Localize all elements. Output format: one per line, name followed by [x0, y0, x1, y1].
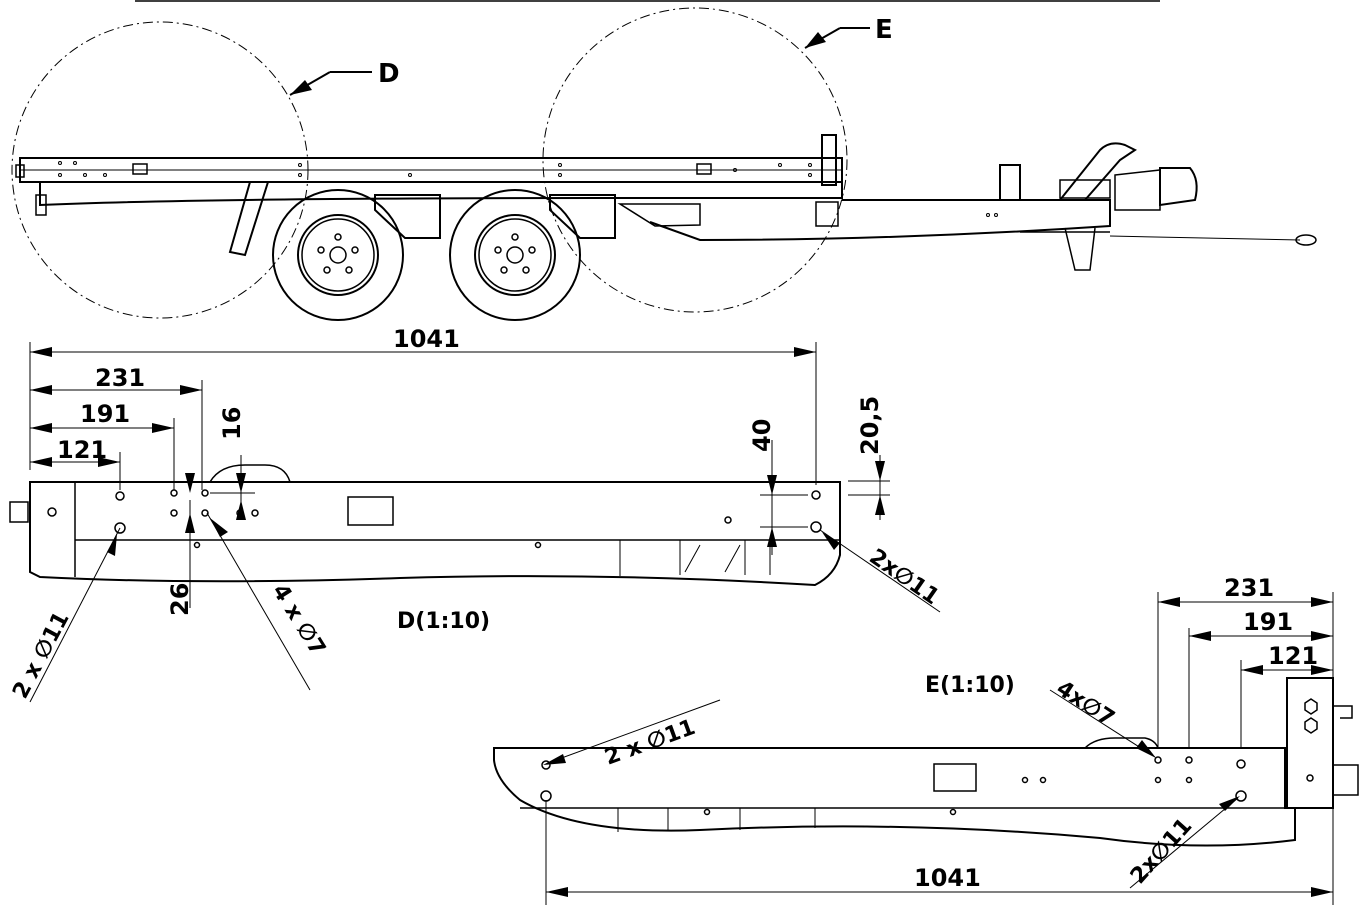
suspension-bracket-rear: [374, 194, 441, 239]
hole-d-121-top: [115, 491, 125, 501]
detail-d-plate: [347, 496, 394, 526]
leader-d-left: [29, 527, 121, 703]
detail-circle-e: [542, 7, 848, 313]
detail-d-title: D(1:10): [397, 609, 490, 634]
leader-d-mid: [206, 512, 311, 691]
detail-e-outline: [493, 747, 1296, 847]
coupling-bracket: [999, 164, 1021, 201]
hole-d-front-top: [811, 490, 821, 500]
hole-d-front-bottom: [810, 521, 822, 533]
dim-e-191: 191: [1243, 608, 1293, 636]
hole-label-e-mid: 4x∅7: [1052, 676, 1119, 732]
detail-d-view: 1041 231 191 121 16 26 40 20,5: [8, 325, 943, 703]
suspension-bracket-front: [549, 194, 616, 239]
callout-e-label: E: [875, 15, 893, 45]
dim-d-16: 16: [218, 407, 246, 440]
dim-e-1041: 1041: [914, 864, 981, 892]
breakaway-cable: [1109, 235, 1301, 241]
callout-d-label: D: [378, 59, 400, 89]
leader-e-mid: [1049, 689, 1156, 758]
hole-label-e-left: 2 x ∅11: [602, 715, 699, 771]
dim-d-231: 231: [95, 364, 145, 392]
detail-e-title: E(1:10): [925, 673, 1015, 698]
wheel-rear: [272, 189, 404, 321]
detail-e-front-post: [1286, 677, 1334, 809]
dim-d-20-5: 20,5: [856, 396, 884, 455]
rear-support-leg: [228, 181, 270, 257]
dim-d-1041: 1041: [393, 325, 460, 353]
hole-label-d-right: 2x∅11: [865, 544, 944, 610]
leader-d-right: [819, 529, 941, 613]
hole-label-e-right: 2x∅11: [1126, 814, 1197, 889]
leader-e-right: [1129, 797, 1239, 889]
dim-d-191: 191: [80, 400, 130, 428]
hole-label-d-mid: 4 x ∅7: [267, 580, 330, 660]
leader-e-left: [547, 699, 721, 764]
dim-e-121: 121: [1268, 642, 1318, 670]
drawbar: [649, 199, 1111, 242]
trailer-side-view: D E: [11, 7, 1317, 321]
detail-e-view: 231 191 121 1041 2 x ∅11 4x∅7 2x∅11 E(1:…: [493, 574, 1359, 905]
dim-d-26: 26: [166, 583, 194, 616]
hole-label-d-left: 2 x ∅11: [8, 608, 74, 703]
frame-lower-edge: [39, 182, 843, 207]
handbrake-lever: [1059, 142, 1137, 201]
dim-e-231: 231: [1224, 574, 1274, 602]
front-post: [821, 134, 837, 186]
jockey-stand: [1064, 227, 1096, 271]
hole-e-rear-bottom: [540, 790, 552, 802]
dim-d-121: 121: [57, 436, 107, 464]
coupling-bellows: [1114, 169, 1161, 211]
wheel-front: [449, 189, 581, 321]
detail-e-plate: [933, 763, 977, 792]
dim-d-40: 40: [748, 419, 776, 452]
hole-e-121-top: [1236, 759, 1246, 769]
hole-e-rear-top: [541, 760, 551, 770]
detail-d-outline: [29, 481, 841, 587]
hole-d-121-bottom: [114, 522, 126, 534]
coupling-head: [1159, 167, 1198, 207]
hole-e-121-bottom: [1235, 790, 1247, 802]
